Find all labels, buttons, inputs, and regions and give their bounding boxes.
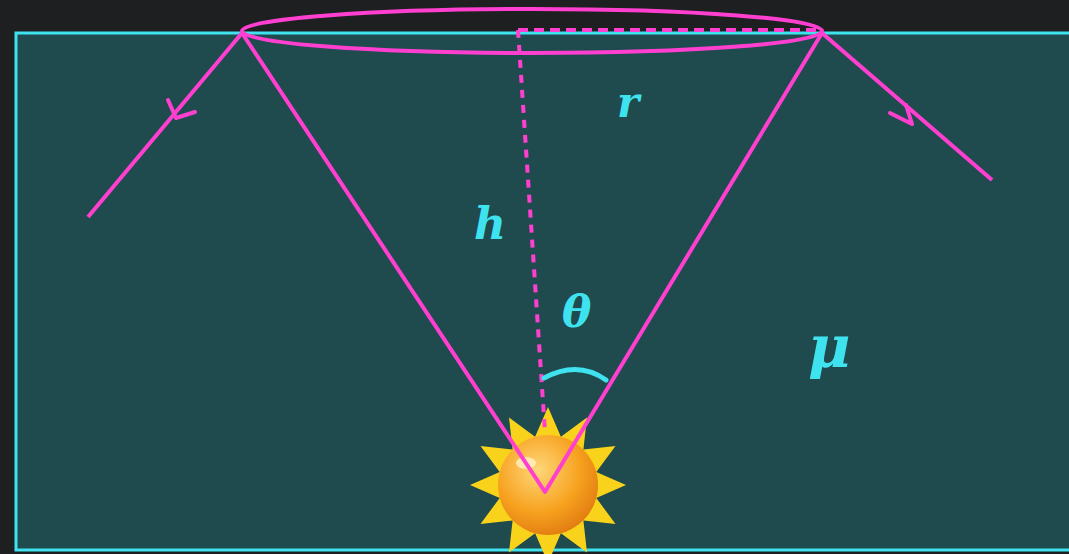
- critical-rays: [242, 33, 822, 492]
- circle-of-light: [242, 9, 822, 53]
- arrowhead: [168, 100, 195, 118]
- reflected-ray-left: [88, 33, 242, 217]
- top-strip: [0, 0, 1069, 34]
- height-label: h: [474, 202, 506, 246]
- medium: [16, 33, 1069, 550]
- reflected-ray-right: [822, 33, 992, 180]
- radius-label: r: [617, 82, 639, 124]
- radius-line: [518, 28, 818, 32]
- sun-rays: [470, 407, 626, 554]
- angle-arc: [544, 369, 606, 380]
- height-line: [518, 30, 545, 432]
- angle-label: θ: [562, 290, 591, 334]
- light-source: [470, 407, 626, 554]
- arrowhead: [890, 105, 912, 124]
- refractive-index-label: μ: [808, 318, 850, 376]
